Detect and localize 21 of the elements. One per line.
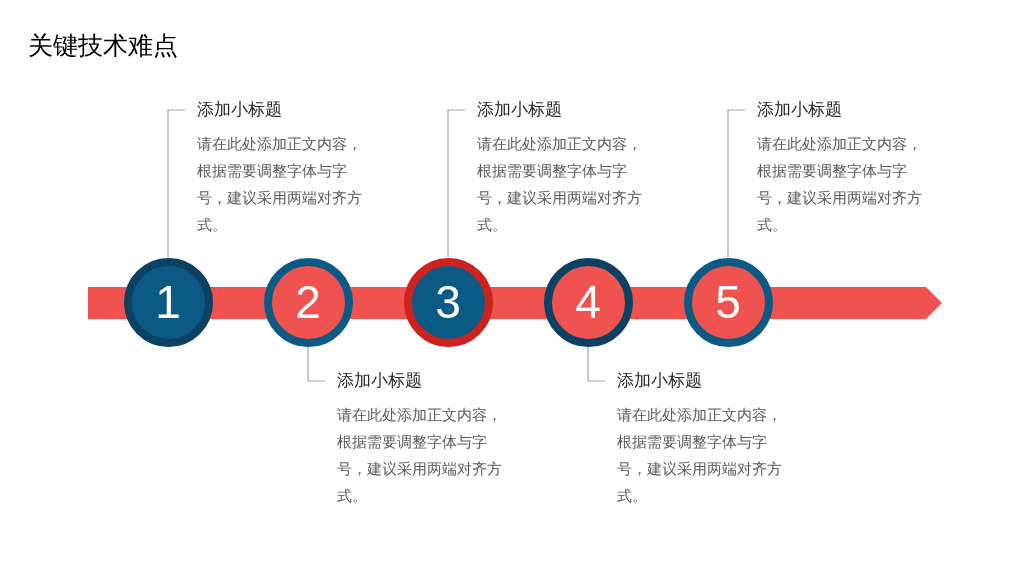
- leader-line: [307, 345, 326, 382]
- subtitle: 添加小标题: [197, 99, 282, 121]
- body-text: 请在此处添加正文内容，根据需要调整字体与字号，建议采用两端对齐方式。: [617, 405, 783, 506]
- body-text: 请在此处添加正文内容，根据需要调整字体与字号，建议采用两端对齐方式。: [477, 134, 643, 235]
- subtitle: 添加小标题: [617, 370, 702, 392]
- step-number: 2: [295, 279, 321, 325]
- subtitle: 添加小标题: [477, 99, 562, 121]
- leader-line: [727, 109, 746, 259]
- leader-line: [447, 109, 466, 259]
- step-number: 3: [435, 279, 461, 325]
- subtitle: 添加小标题: [337, 370, 422, 392]
- body-text: 请在此处添加正文内容，根据需要调整字体与字号，建议采用两端对齐方式。: [757, 134, 923, 235]
- step-number: 5: [715, 279, 741, 325]
- body-text: 请在此处添加正文内容，根据需要调整字体与字号，建议采用两端对齐方式。: [337, 405, 503, 506]
- body-text: 请在此处添加正文内容，根据需要调整字体与字号，建议采用两端对齐方式。: [197, 134, 363, 235]
- leader-line: [587, 345, 606, 382]
- leader-line: [167, 109, 186, 259]
- title: 关键技术难点: [28, 30, 178, 61]
- subtitle: 添加小标题: [757, 99, 842, 121]
- step-number: 1: [155, 279, 181, 325]
- step-number: 4: [575, 279, 601, 325]
